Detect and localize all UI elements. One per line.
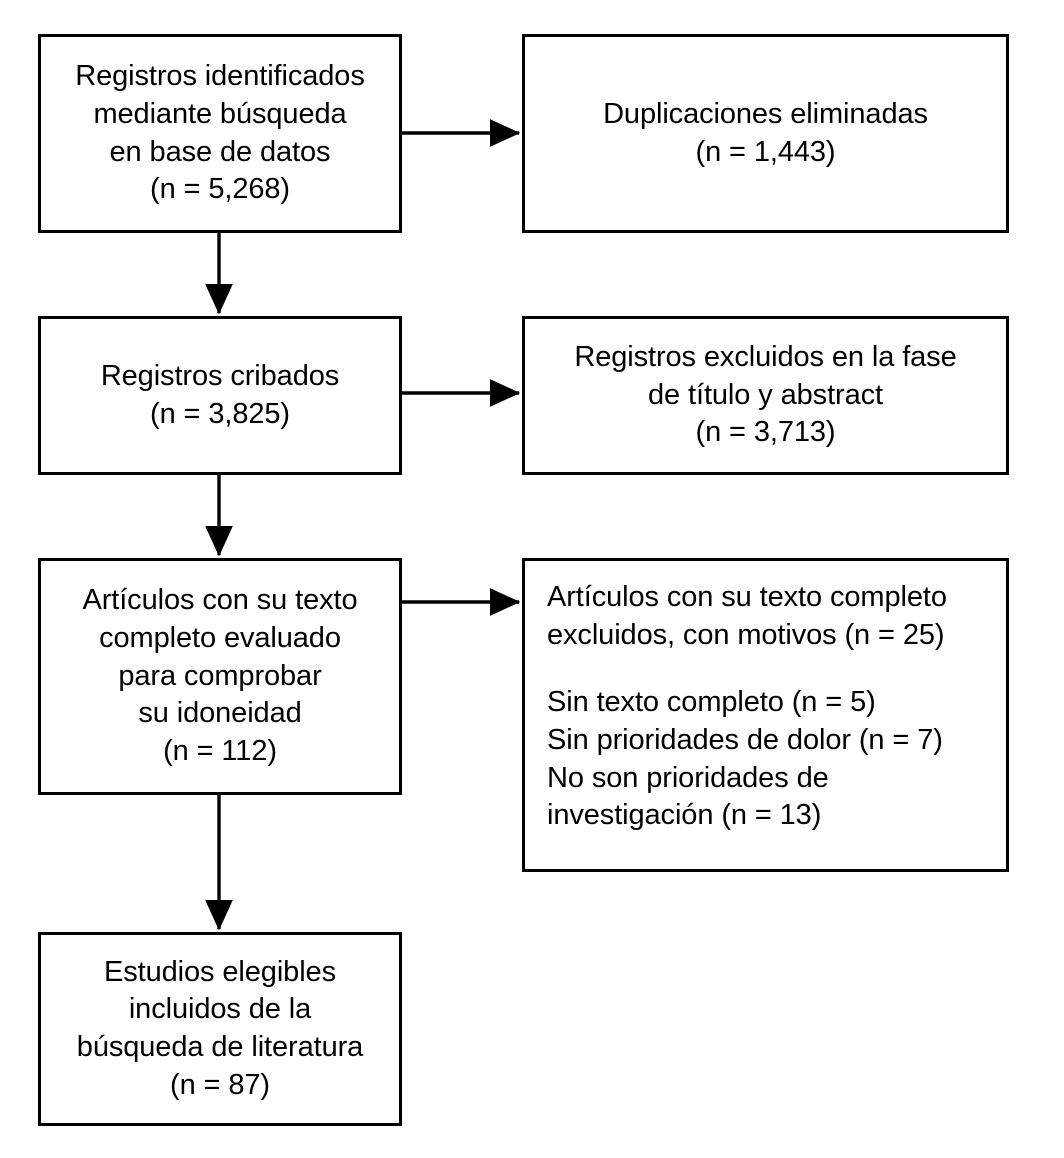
node-line: incluidos de la — [128, 993, 312, 1026]
node-count: (n = 87) — [170, 1068, 270, 1101]
node-line: Estudios elegibles — [104, 955, 336, 988]
node-reason-line: investigación (n = 13) — [547, 799, 822, 832]
node-reason-line: No son prioridades de — [547, 761, 829, 794]
node-count: (n = 3,825) — [150, 397, 290, 430]
node-records-excluded-title-abstract: Registros excluidos en la fase de título… — [522, 316, 1009, 475]
node-records-screened: Registros cribados (n = 3,825) — [38, 316, 402, 475]
node-line: Artículos con su texto — [82, 584, 358, 617]
node-line: completo evaluado — [99, 621, 341, 654]
node-line: en base de datos — [109, 135, 331, 168]
node-line: búsqueda de literatura — [76, 1031, 364, 1063]
node-line: Registros excluidos en la fase — [574, 340, 957, 373]
node-reason-line: Sin prioridades de dolor (n = 7) — [547, 724, 943, 757]
node-records-identified: Registros identificados mediante búsqued… — [38, 34, 402, 233]
node-duplicates-removed: Duplicaciones eliminadas (n = 1,443) — [522, 34, 1009, 233]
node-reason-line: Sin texto completo (n = 5) — [547, 686, 876, 719]
node-line: de título y abstract — [648, 378, 883, 411]
node-count: (n = 1,443) — [695, 135, 836, 168]
node-line: Duplicaciones eliminadas — [603, 97, 928, 130]
node-line: para comprobar — [118, 659, 322, 692]
node-line: Artículos con su texto completo — [547, 581, 947, 613]
node-line: su idoneidad — [138, 697, 302, 730]
node-fulltext-assessed: Artículos con su texto completo evaluado… — [38, 558, 402, 795]
node-fulltext-excluded-with-reasons: Artículos con su texto completo excluido… — [522, 558, 1009, 872]
node-line: Registros cribados — [100, 359, 340, 392]
node-count: (n = 112) — [163, 735, 277, 768]
node-count: (n = 3,713) — [695, 416, 836, 449]
node-line: mediante búsqueda — [93, 97, 347, 130]
node-eligible-studies-included: Estudios elegibles incluidos de la búsqu… — [38, 932, 402, 1126]
node-count: (n = 5,268) — [150, 173, 290, 206]
node-line: Registros identificados — [75, 60, 365, 93]
node-line: excluidos, con motivos (n = 25) — [547, 618, 945, 651]
